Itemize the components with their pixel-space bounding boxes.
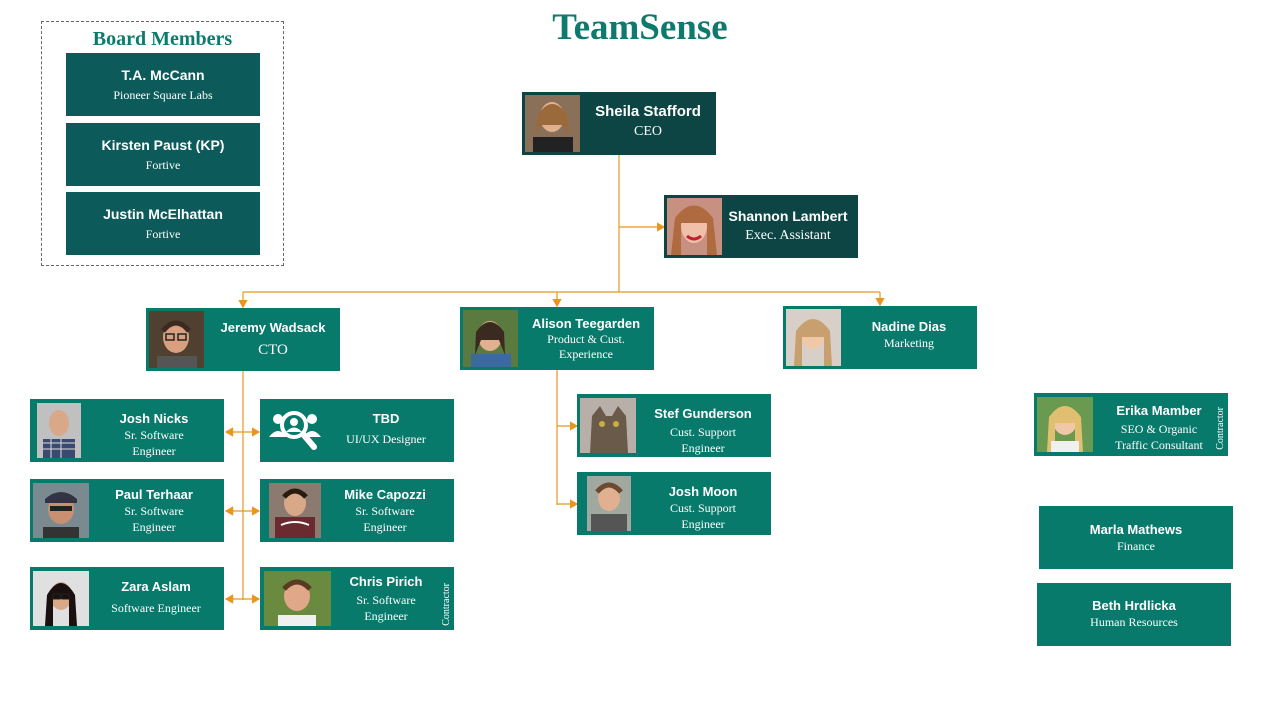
- engineer-card: Josh Nicks Sr. Software Engineer: [30, 399, 224, 462]
- person-name: Beth Hrdlicka: [1092, 598, 1176, 613]
- person-name: Erika Mamber: [1116, 403, 1202, 418]
- engineer-card: Zara Aslam Software Engineer: [30, 567, 224, 630]
- contractor-tag: Contractor: [1215, 407, 1226, 450]
- board-member-name: Kirsten Paust (KP): [101, 137, 225, 153]
- person-role: Sr. Software: [124, 428, 184, 442]
- support-card: Stef Gunderson Cust. Support Engineer: [577, 394, 771, 457]
- person-name: Mike Capozzi: [344, 487, 426, 502]
- open-role-card: TBD UI/UX Designer: [260, 399, 454, 462]
- board-member-card: T.A. McCann Pioneer Square Labs: [66, 53, 260, 116]
- person-name: Josh Nicks: [119, 411, 189, 426]
- person-name: Paul Terhaar: [115, 487, 193, 502]
- person-role: SEO & Organic: [1120, 422, 1198, 436]
- finance-card: Marla Mathews Finance: [1039, 506, 1233, 569]
- person-role: CTO: [258, 342, 288, 358]
- person-name: Chris Pirich: [349, 574, 423, 589]
- engineer-card: Paul Terhaar Sr. Software Engineer: [30, 479, 224, 542]
- person-role: Sr. Software: [356, 593, 416, 607]
- person-role: Cust. Support: [669, 425, 736, 439]
- contractor-card: Erika Mamber SEO & Organic Traffic Consu…: [1034, 393, 1228, 456]
- person-name: Sheila Stafford: [595, 103, 701, 120]
- board-box: [41, 21, 284, 266]
- board-member-card: Justin McElhattan Fortive: [66, 192, 260, 255]
- board-member-org: Fortive: [145, 227, 181, 241]
- person-name: Stef Gunderson: [654, 406, 752, 421]
- board-title: Board Members: [92, 28, 233, 50]
- person-name: Zara Aslam: [121, 579, 191, 594]
- board-member-name: T.A. McCann: [121, 67, 205, 83]
- avatar: [786, 309, 841, 366]
- avatar: [525, 95, 580, 152]
- person-role: CEO: [634, 124, 662, 139]
- avatar: [37, 403, 81, 458]
- avatar: [580, 398, 636, 453]
- avatar: [463, 310, 518, 367]
- board-member-org: Fortive: [145, 158, 181, 172]
- person-role: Experience: [559, 347, 613, 361]
- board-member-org: Pioneer Square Labs: [113, 88, 213, 102]
- person-name: Alison Teegarden: [531, 316, 641, 331]
- person-name: Nadine Dias: [871, 319, 947, 334]
- person-name: Shannon Lambert: [728, 208, 848, 224]
- person-role: Engineer: [681, 517, 725, 531]
- marketing-card: Nadine Dias Marketing: [783, 306, 977, 369]
- avatar: [587, 476, 631, 531]
- engineer-card: Chris Pirich Sr. Software Engineer Contr…: [260, 567, 454, 630]
- assistant-card: Shannon Lambert Exec. Assistant: [664, 195, 858, 258]
- person-role: Sr. Software: [355, 504, 415, 518]
- person-role: Finance: [1117, 539, 1155, 553]
- avatar: [33, 483, 89, 538]
- person-name: Marla Mathews: [1089, 522, 1183, 537]
- support-card: Josh Moon Cust. Support Engineer: [577, 472, 771, 535]
- contractor-tag: Contractor: [441, 583, 452, 626]
- avatar: [667, 198, 722, 255]
- ceo-card: Sheila Stafford CEO: [522, 92, 716, 155]
- person-role: Engineer: [681, 441, 725, 455]
- person-role: Engineer: [363, 520, 407, 534]
- person-role: Human Resources: [1090, 615, 1178, 629]
- page-title: TeamSense: [552, 7, 728, 48]
- person-role: Traffic Consultant: [1115, 438, 1203, 452]
- person-role: Engineer: [364, 609, 408, 623]
- person-role: Exec. Assistant: [745, 228, 831, 243]
- avatar: [149, 311, 204, 368]
- person-role: UI/UX Designer: [346, 432, 426, 446]
- person-role: Cust. Support: [669, 501, 736, 515]
- avatar: [269, 483, 321, 538]
- person-role: Product & Cust.: [547, 332, 625, 346]
- avatar: [264, 571, 331, 626]
- board-member-card: Kirsten Paust (KP) Fortive: [66, 123, 260, 186]
- hr-card: Beth Hrdlicka Human Resources: [1037, 583, 1231, 646]
- board-member-name: Justin McElhattan: [103, 206, 223, 222]
- avatar: [33, 571, 89, 626]
- cto-card: Jeremy Wadsack CTO: [146, 308, 340, 371]
- user-search-icon: [266, 405, 324, 455]
- person-role: Software Engineer: [111, 601, 201, 615]
- person-name: Jeremy Wadsack: [220, 320, 326, 335]
- person-name: TBD: [372, 411, 400, 426]
- person-role: Sr. Software: [124, 504, 184, 518]
- person-role: Marketing: [884, 336, 934, 350]
- person-role: Engineer: [132, 444, 176, 458]
- person-name: Josh Moon: [668, 484, 738, 499]
- product-card: Alison Teegarden Product & Cust. Experie…: [460, 307, 654, 370]
- avatar: [1037, 397, 1093, 452]
- engineer-card: Mike Capozzi Sr. Software Engineer: [260, 479, 454, 542]
- person-role: Engineer: [132, 520, 176, 534]
